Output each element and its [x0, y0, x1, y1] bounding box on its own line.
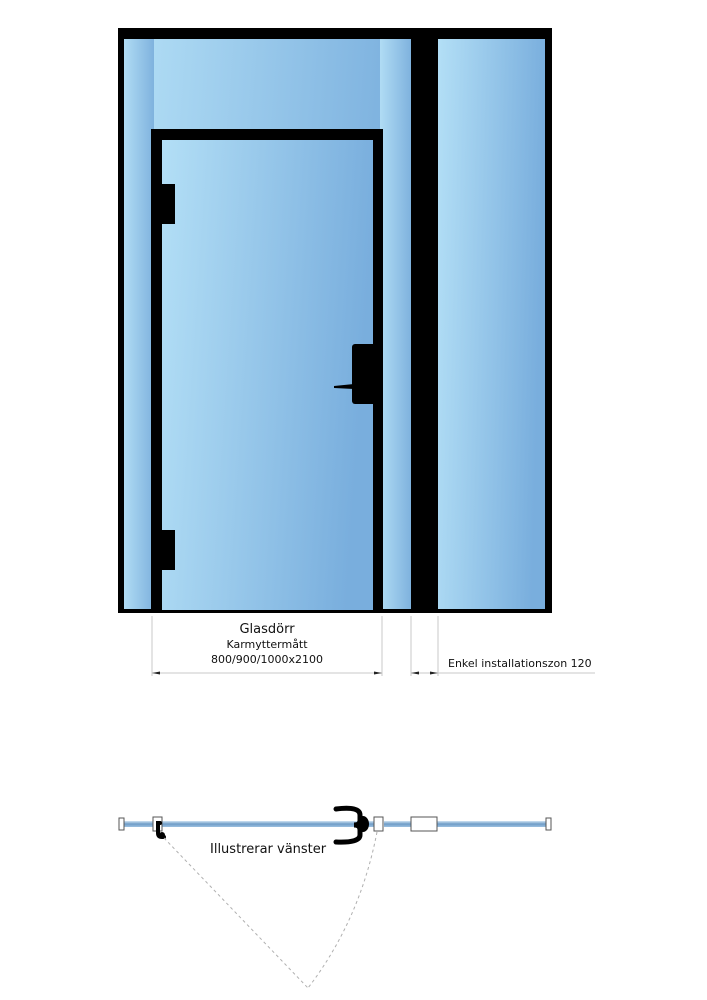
door-sizes: 800/900/1000x2100 — [211, 653, 323, 666]
hinge-bottom-icon — [155, 530, 175, 570]
arrow-icon — [152, 671, 160, 675]
door-swing-line — [163, 837, 309, 989]
plan-end-cap-right — [545, 817, 552, 831]
arrow-icon — [411, 671, 419, 675]
door-handle-icon — [334, 384, 354, 389]
left-sidelight-strip — [124, 39, 154, 609]
plan-handle-knob — [357, 816, 369, 832]
plan-hinge-pin — [159, 832, 165, 838]
door-title: Glasdörr — [239, 622, 295, 637]
plan-door-leaf — [160, 821, 374, 827]
door-swing-arc — [307, 831, 378, 989]
right-glass-panel — [438, 39, 545, 609]
plan-handle-icon — [333, 805, 363, 845]
plan-end-cap-left — [118, 817, 125, 831]
right-transom-strip — [380, 39, 411, 609]
hinge-top-icon — [155, 184, 175, 224]
mullion — [411, 28, 437, 613]
plan-caption: Illustrerar vänster — [210, 842, 327, 857]
install-zone-label: Enkel installationszon 120 — [448, 657, 592, 670]
arrow-icon — [374, 671, 382, 675]
arrow-icon — [430, 671, 438, 675]
dimensions — [151, 616, 595, 676]
plan-install-zone-box — [410, 816, 438, 832]
plan-profile-mid — [384, 821, 412, 827]
dimension-arrows — [152, 671, 438, 675]
plan-lock-profile — [373, 816, 384, 832]
door-glass — [162, 140, 373, 610]
plan-view — [118, 805, 552, 989]
elevation-view — [118, 28, 552, 613]
plan-profile-right — [436, 821, 548, 827]
door-subtitle: Karmyttermått — [226, 638, 308, 651]
plan-profile-left — [120, 821, 156, 827]
lock-case-icon — [352, 344, 382, 404]
